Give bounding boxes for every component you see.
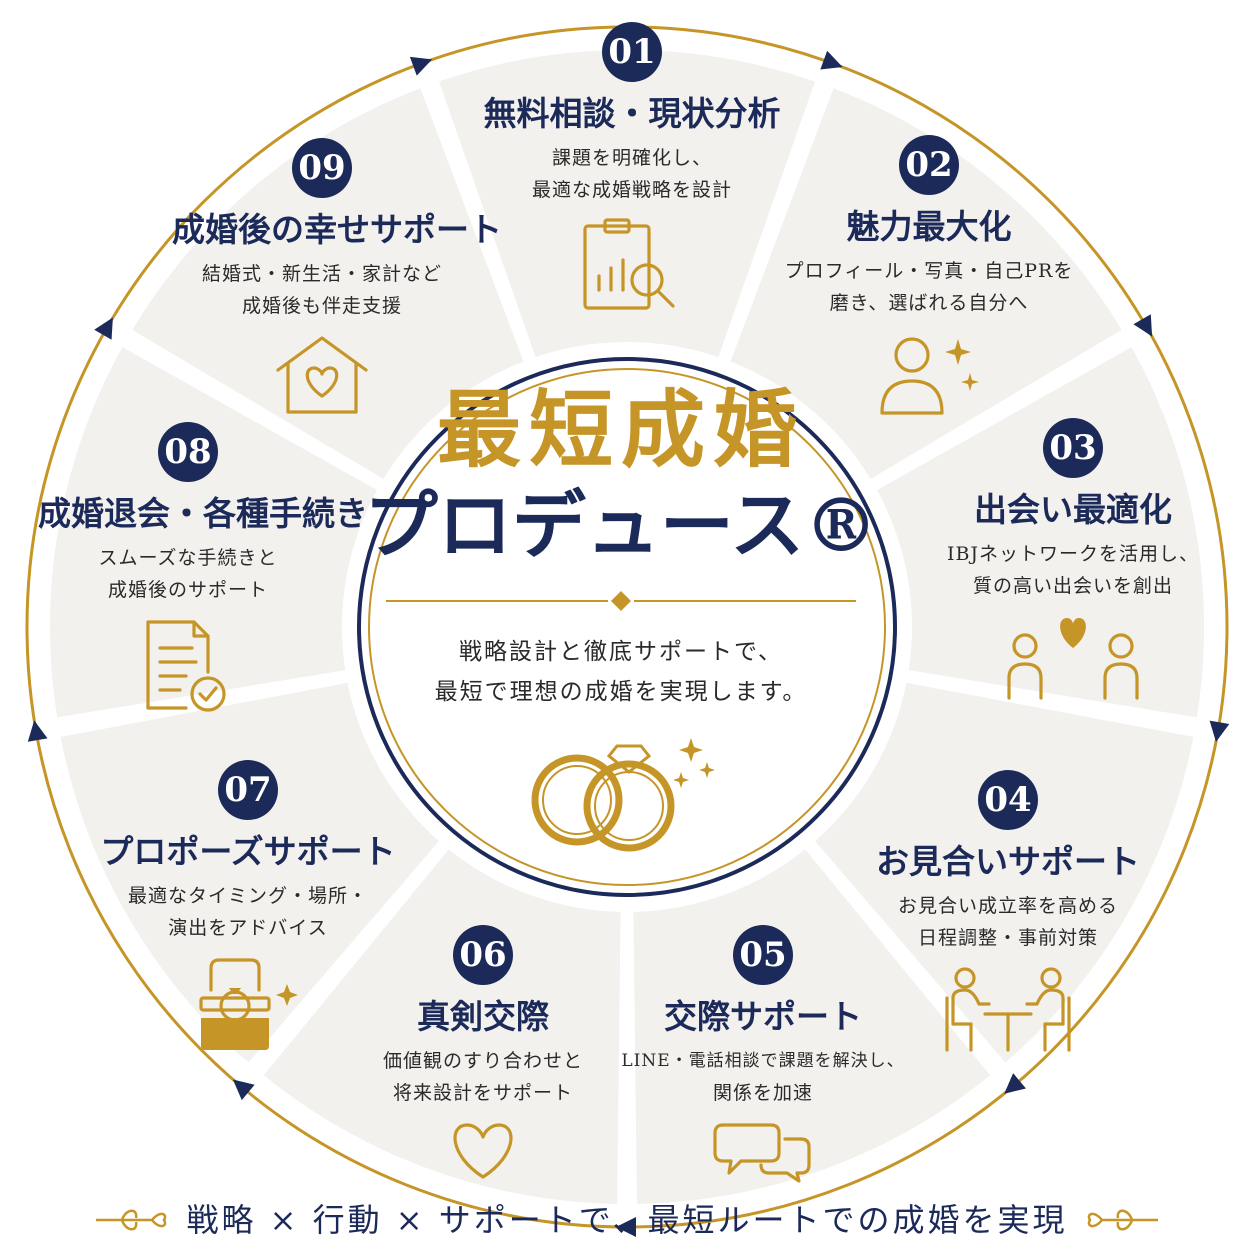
step-desc-line2: 成婚後のサポート	[107, 579, 268, 601]
direction-arrow-icon	[1004, 1073, 1026, 1094]
step-09: 09 成婚後の幸せサポート 結婚式・新生活・家計など 成婚後も伴走支援	[172, 138, 502, 416]
direction-arrow-icon	[27, 720, 48, 742]
step-desc-line1: お見合い成立率を高める	[897, 895, 1118, 917]
direction-arrow-icon	[1133, 314, 1153, 337]
direction-arrow-icon	[232, 1079, 255, 1101]
meeting-table-icon	[945, 967, 1071, 1052]
step-number-badge: 09	[292, 138, 352, 198]
step-desc-line1: プロフィール・写真・自己PRを	[784, 260, 1074, 282]
couple-heart-icon	[1007, 618, 1139, 700]
step-desc-line1: LINE・電話相談で課題を解決し、	[621, 1051, 905, 1071]
person-sparkle-icon	[880, 337, 979, 415]
step-title: 出会い最適化	[974, 490, 1172, 529]
wheel-segment	[124, 80, 532, 488]
step-06: 06 真剣交際 価値観のすり合わせと 将来設計をサポート	[338, 925, 628, 1183]
step-number-badge: 03	[1043, 418, 1103, 478]
step-title: 成婚退会・各種手続き	[38, 494, 368, 533]
step-07: 07 プロポーズサポート 最適なタイミング・場所・ 演出をアドバイス	[98, 760, 398, 1054]
step-desc-line2: 関係を加速	[712, 1082, 813, 1104]
wheel-segment	[255, 840, 627, 1210]
direction-arrow-icon	[1209, 720, 1230, 743]
center-inner-ring	[368, 368, 886, 886]
wheel-segment	[431, 44, 823, 365]
step-desc-line2: 最適な成婚戦略を設計	[531, 179, 732, 201]
wheel-segment	[44, 338, 386, 725]
direction-arrow-icon	[616, 1217, 636, 1237]
step-number-badge: 01	[602, 22, 662, 82]
divider-ornament	[386, 591, 856, 611]
document-check-icon	[146, 620, 226, 712]
step-title: 交際サポート	[664, 997, 862, 1036]
step-04: 04 お見合いサポート お見合い成立率を高める 日程調整・事前対策	[858, 770, 1158, 1054]
step-number-badge: 05	[733, 925, 793, 985]
step-01: 01 無料相談・現状分析 課題を明確化し、 最適な成婚戦略を設計	[482, 22, 782, 316]
step-08: 08 成婚退会・各種手続き スムーズな手続きと 成婚後のサポート	[38, 422, 368, 716]
step-title: プロポーズサポート	[100, 832, 396, 871]
wheel-segment	[53, 675, 448, 1072]
step-desc-line2: 質の高い出会いを創出	[972, 575, 1173, 597]
step-05: 05 交際サポート LINE・電話相談で課題を解決し、 関係を加速	[618, 925, 908, 1183]
wheel-segment	[722, 80, 1130, 488]
step-number-badge: 08	[158, 422, 218, 482]
step-number-badge: 02	[899, 135, 959, 195]
clipboard-analysis-icon	[583, 218, 675, 310]
step-desc-line2: 磨き、選ばれる自分へ	[829, 292, 1029, 314]
step-title: 無料相談・現状分析	[483, 94, 781, 133]
step-title: 魅力最大化	[846, 207, 1012, 246]
step-desc-line2: 日程調整・事前対策	[917, 927, 1098, 949]
center-desc-line2: 最短で理想の成婚を実現します。	[434, 679, 808, 705]
center-title: 最短成婚	[436, 380, 805, 479]
tagline: 戦略 × 行動 × サポートで、最短ルートでの成婚を実現	[186, 1201, 1068, 1239]
chat-bubbles-icon	[713, 1123, 811, 1183]
step-desc-line1: 課題を明確化し、	[551, 147, 712, 169]
step-03: 03 出会い最適化 IBJネットワークを活用し、 質の高い出会いを創出	[928, 418, 1218, 702]
center-panel: 最短成婚 プロデュース® 戦略設計と徹底サポートで、 最短で理想の成婚を実現しま…	[361, 380, 881, 852]
step-desc-line1: 最適なタイミング・場所・	[127, 885, 368, 907]
wheel-segment	[868, 338, 1210, 725]
direction-arrow-icon	[409, 56, 433, 76]
step-desc-line2: 成婚後も伴走支援	[241, 295, 402, 317]
step-number-badge: 06	[453, 925, 513, 985]
wheel-segment	[627, 840, 999, 1210]
step-title: お見合いサポート	[876, 842, 1140, 881]
step-desc-line1: 結婚式・新生活・家計など	[201, 263, 442, 285]
rings-icon	[531, 738, 715, 852]
step-number-badge: 07	[218, 760, 278, 820]
center-circle	[357, 357, 897, 897]
step-desc-line1: 価値観のすり合わせと	[382, 1050, 583, 1072]
house-heart-icon	[276, 336, 368, 414]
center-desc-line1: 戦略設計と徹底サポートで、	[458, 639, 784, 665]
ring-box-icon	[199, 958, 298, 1050]
step-desc-line2: 将来設計をサポート	[392, 1082, 573, 1104]
right-flourish-ornament	[1087, 1209, 1158, 1231]
step-title: 真剣交際	[417, 997, 549, 1036]
step-number-badge: 04	[978, 770, 1038, 830]
step-desc-line2: 演出をアドバイス	[168, 917, 328, 939]
wheel-segment	[806, 675, 1201, 1072]
step-desc-line1: IBJネットワークを活用し、	[946, 543, 1200, 565]
step-title: 成婚後の幸せサポート	[172, 210, 502, 249]
center-subtitle: プロデュース®	[363, 483, 879, 569]
step-02: 02 魅力最大化 プロフィール・写真・自己PRを 磨き、選ばれる自分へ	[774, 135, 1084, 419]
left-flourish-ornament	[96, 1209, 167, 1231]
direction-arrow-icon	[820, 50, 843, 70]
heart-icon	[453, 1123, 513, 1179]
step-desc-line1: スムーズな手続きと	[98, 547, 278, 569]
direction-arrow-icon	[94, 317, 113, 340]
